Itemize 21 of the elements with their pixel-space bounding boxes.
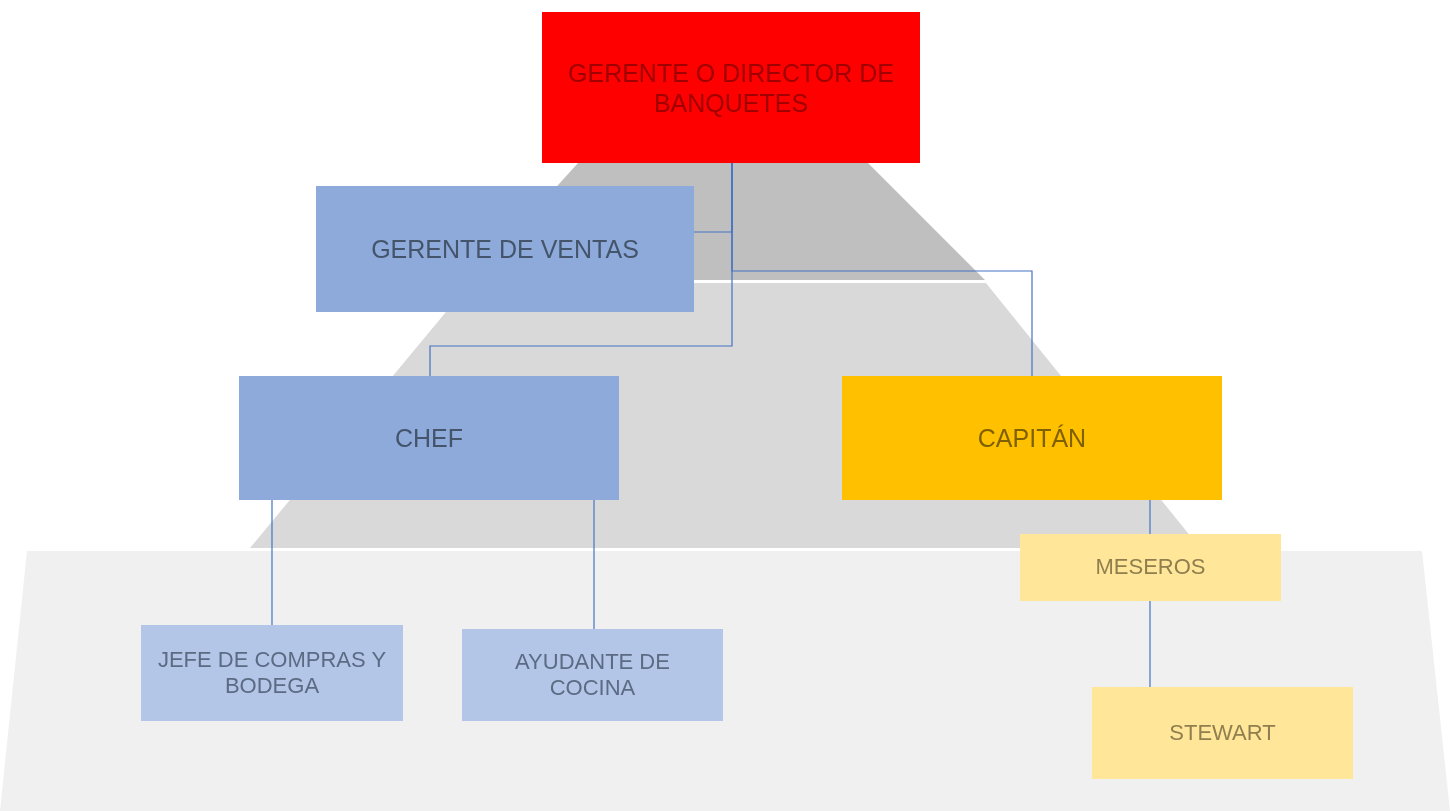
org-chart-box xyxy=(1020,534,1281,601)
box-label: CAPITÁN xyxy=(976,423,1088,453)
box-label: AYUDANTE DE COCINA xyxy=(514,648,671,702)
connector-line xyxy=(1149,600,1151,688)
org-chart-box xyxy=(842,376,1222,500)
org-chart-box xyxy=(462,629,723,721)
org-chart-box xyxy=(141,625,403,721)
org-chart-box xyxy=(542,12,920,163)
box-label: MESEROS xyxy=(1094,554,1207,581)
connector-line xyxy=(271,499,273,626)
connector-line xyxy=(593,499,595,630)
box-label: GERENTE DE VENTAS xyxy=(370,234,640,264)
connector-line xyxy=(1149,499,1151,535)
box-label: STEWART xyxy=(1168,719,1277,747)
org-chart-box xyxy=(1092,687,1353,779)
box-label: CHEF xyxy=(393,423,465,453)
box-label: GERENTE O DIRECTOR DE BANQUETES xyxy=(567,57,895,118)
connector-line xyxy=(731,162,1033,377)
box-label: JEFE DE COMPRAS Y BODEGA xyxy=(156,646,388,700)
org-chart-box xyxy=(239,376,619,500)
org-chart-box xyxy=(316,186,694,312)
